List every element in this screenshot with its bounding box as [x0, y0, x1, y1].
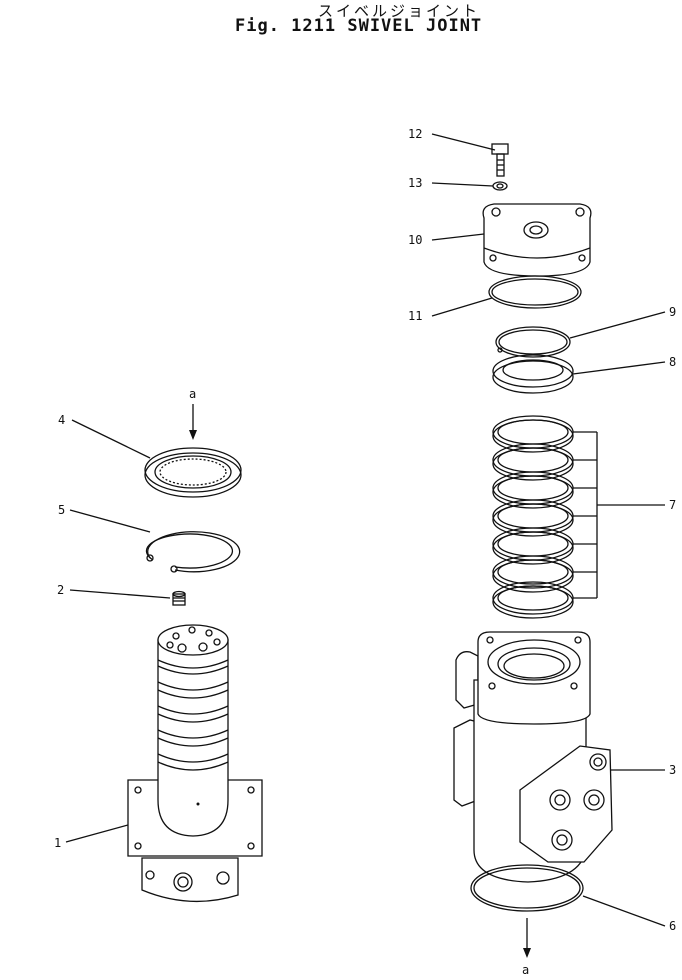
- part-4-seal-ring: [144, 447, 242, 498]
- callout-3: 3: [669, 763, 676, 777]
- callout-8: 8: [669, 355, 676, 369]
- callout-12: 12: [408, 127, 422, 141]
- part-8-ring: [492, 354, 574, 394]
- leader-lines: [65, 133, 666, 927]
- reference-arrow-a-bottom: a: [522, 918, 531, 977]
- callout-10: 10: [408, 233, 422, 247]
- callout-11: 11: [408, 309, 422, 323]
- part-13-washer: [492, 181, 508, 191]
- marker-a-bottom: a: [522, 963, 529, 977]
- part-12-bolt: [491, 143, 509, 177]
- part-2-plug: [172, 590, 186, 606]
- part-10-cover: [482, 203, 592, 277]
- reference-arrow-a-top: a: [189, 387, 197, 440]
- callout-7: 7: [669, 498, 676, 512]
- callout-13: 13: [408, 176, 422, 190]
- part-9-ring: [495, 326, 571, 358]
- callout-1: 1: [54, 836, 61, 850]
- marker-a-top: a: [189, 387, 196, 401]
- callout-4: 4: [58, 413, 65, 427]
- part-1-swivel-rotor: [127, 624, 263, 903]
- callout-9: 9: [669, 305, 676, 319]
- part-7-seal-rings: [492, 415, 574, 619]
- callout-5: 5: [58, 503, 65, 517]
- part-6-o-ring: [470, 864, 584, 912]
- callout-6: 6: [669, 919, 676, 933]
- callout-2: 2: [57, 583, 64, 597]
- part-5-snap-ring: [145, 531, 241, 573]
- part-3-swivel-body: [453, 631, 613, 883]
- figure-title: Fig. 1211 SWIVEL JOINT: [235, 16, 483, 36]
- figure-title-japanese: スイベルジョイント: [318, 2, 481, 20]
- part-11-o-ring: [488, 275, 582, 309]
